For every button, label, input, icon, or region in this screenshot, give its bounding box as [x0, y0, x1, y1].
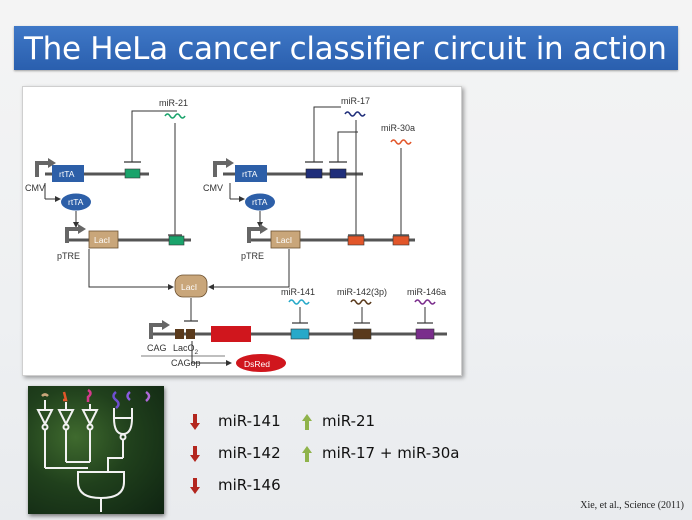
up-arrow-icon [302, 414, 312, 430]
mir146a-label: miR-146a [407, 287, 446, 297]
not-gate-icon [81, 409, 99, 427]
title-bar: The HeLa cancer classifier circuit in ac… [14, 26, 678, 70]
laco-site [175, 329, 184, 339]
cmv-promoter-icon-2 [213, 161, 227, 177]
cmv-promoter-icon [35, 161, 49, 177]
input-squiggle-icon [112, 391, 120, 409]
mir30a-squiggle-icon [390, 139, 412, 145]
input-squiggle-icon [86, 388, 92, 402]
lacl-gene-label-2: LacI [276, 235, 292, 245]
dsred-protein [236, 354, 286, 372]
rtta-protein-label: rtTA [68, 197, 84, 207]
ptre-promoter-icon-2 [247, 227, 261, 243]
citation: Xie, et al., Science (2011) [580, 500, 684, 511]
mir17-target-site-2 [329, 168, 347, 179]
promoter-arrowhead-icon [48, 158, 56, 168]
mir21-squiggle-icon [164, 113, 186, 119]
dsred-gene [211, 326, 251, 342]
not-gate-icon [57, 409, 75, 427]
cmv-label-2: CMV [203, 183, 223, 193]
mir21-target-site-2 [168, 235, 185, 246]
or-gate-icon [113, 417, 133, 436]
logic-circuit-image [28, 386, 164, 514]
not-gate-icon [36, 409, 54, 427]
mir142-target-site [352, 328, 372, 340]
legend-item-down: miR-146 [218, 476, 281, 494]
mir146a-target-site [415, 328, 435, 340]
logic-circuit-svg [36, 388, 151, 512]
input-squiggle-icon [145, 390, 151, 402]
input-squiggle-icon [62, 391, 68, 402]
mir141-target-site [290, 328, 310, 340]
down-arrow-icon [190, 446, 200, 462]
up-arrow-icon [302, 446, 312, 462]
mir17-squiggle-icon [344, 111, 366, 117]
laco-label: LacO2 [173, 343, 199, 356]
and-gate-icon [77, 471, 125, 500]
lacl-gene-2 [270, 230, 301, 249]
mir142-squiggle-icon [350, 299, 372, 305]
diagram-svg: CMV rtTA miR-21 rtTA pTRE LacI CMV [25, 96, 447, 372]
rtta-gene-label-2: rtTA [242, 169, 258, 179]
down-arrow-icon [190, 414, 200, 430]
input-squiggle-icon [41, 393, 49, 397]
rtta-protein-label-2: rtTA [252, 197, 268, 207]
mir142-label: miR-142(3p) [337, 287, 387, 297]
legend-item-up: miR-17 + miR-30a [322, 444, 460, 462]
lacl-protein-label: LacI [181, 282, 197, 292]
cagop-label: CAGop [171, 358, 201, 368]
mir30a-target-site [392, 235, 410, 246]
input-squiggle-icon [126, 391, 131, 401]
mir146a-squiggle-icon [414, 299, 436, 305]
lacl-protein [174, 274, 208, 298]
rtta-gene [52, 165, 84, 182]
dsred-label: DsRed [244, 359, 270, 369]
ptre-label-2: pTRE [241, 251, 264, 261]
rtta-gene-label: rtTA [59, 169, 75, 179]
slide-title: The HeLa cancer classifier circuit in ac… [24, 31, 667, 67]
lacl-gene [88, 230, 119, 249]
ptre-label: pTRE [57, 251, 80, 261]
mir30a-label: miR-30a [381, 123, 415, 133]
cag-label: CAG [147, 343, 167, 353]
cmv-label: CMV [25, 183, 45, 193]
ptre-promoter-icon [65, 227, 79, 243]
mir17-target-site [305, 168, 323, 179]
legend-item-up: miR-21 [322, 412, 376, 430]
rtta-protein [61, 193, 91, 211]
cag-promoter-icon [149, 323, 163, 339]
mir17-label: miR-17 [341, 96, 370, 106]
lacl-gene-label: LacI [94, 235, 110, 245]
mir141-squiggle-icon [288, 299, 310, 305]
down-arrow-icon [190, 478, 200, 494]
laco-site-2 [186, 329, 195, 339]
mir17-target-site-3 [347, 235, 365, 246]
legend-item-down: miR-142 [218, 444, 281, 462]
circuit-diagram: CMV rtTA miR-21 rtTA pTRE LacI CMV [22, 86, 462, 376]
rtta-protein-2 [245, 193, 275, 211]
mirna-legend: miR-141 miR-142 miR-146 miR-21 miR-17 + … [188, 410, 488, 500]
mir141-label: miR-141 [281, 287, 315, 297]
rtta-gene-2 [235, 165, 267, 182]
mir21-target-site [124, 168, 141, 179]
mir21-label: miR-21 [159, 98, 188, 108]
legend-item-down: miR-141 [218, 412, 281, 430]
